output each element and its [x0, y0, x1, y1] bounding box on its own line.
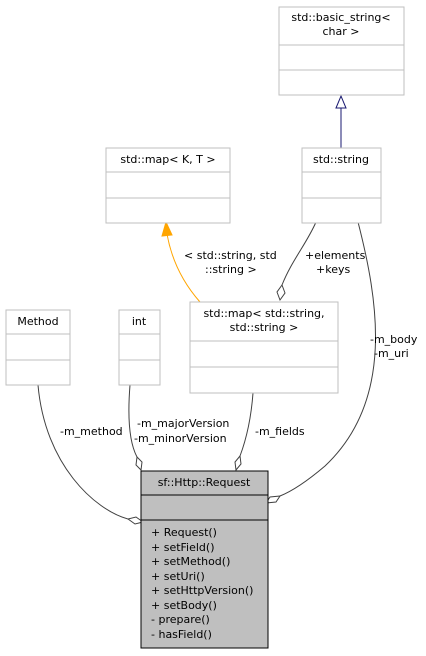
class-node-int[interactable]: int	[118, 309, 161, 386]
label-m-method: -m_method	[60, 425, 123, 438]
method-set-http-version: + setHttpVersion()	[151, 584, 253, 597]
class-name: std::basic_string<	[291, 11, 390, 24]
edge-inherit-basic-string	[335, 94, 347, 148]
method-request: + Request()	[151, 526, 217, 539]
label-template-args-1: < std::string, std	[184, 249, 277, 262]
class-node-basic-string[interactable]: std::basic_string< char >	[278, 6, 405, 96]
method-set-field: + setField()	[151, 541, 215, 554]
class-name: std::map< std::string,	[203, 307, 324, 320]
method-set-method: + setMethod()	[151, 555, 230, 568]
edge-method	[37, 384, 145, 525]
edge-fields	[234, 392, 254, 472]
label-keys: +keys	[316, 263, 350, 276]
label-m-uri: -m_uri	[374, 347, 409, 360]
edge-template-instance	[161, 220, 201, 303]
label-template-args-2: ::string >	[205, 263, 257, 276]
class-node-std-string[interactable]: std::string	[301, 147, 382, 224]
method-has-field: - hasField()	[151, 628, 212, 641]
label-m-minor-version: -m_minorVersion	[134, 432, 227, 445]
class-name-cont: std::string >	[230, 321, 299, 334]
label-m-fields: -m_fields	[255, 425, 305, 438]
class-name: int	[132, 315, 147, 328]
edge-int	[128, 384, 143, 472]
class-node-request[interactable]: sf::Http::Request + Request() + setField…	[140, 470, 269, 649]
class-node-std-map-template[interactable]: std::map< K, T >	[105, 147, 231, 224]
class-node-map-fields[interactable]: std::map< std::string, std::string >	[189, 301, 339, 394]
class-name: Method	[17, 315, 58, 328]
label-elements: +elements	[305, 249, 366, 262]
class-name: std::string	[313, 153, 369, 166]
method-prepare: - prepare()	[151, 613, 210, 626]
class-name: std::map< K, T >	[120, 153, 215, 166]
class-name-cont: char >	[323, 25, 360, 38]
method-set-body: + setBody()	[151, 599, 217, 612]
edge-elements-keys	[276, 221, 317, 302]
class-node-method[interactable]: Method	[5, 309, 71, 386]
method-set-uri: + setUri()	[151, 570, 205, 583]
label-m-major-version: -m_majorVersion	[137, 417, 229, 430]
label-m-body: -m_body	[370, 333, 418, 346]
class-name: sf::Http::Request	[158, 476, 251, 489]
